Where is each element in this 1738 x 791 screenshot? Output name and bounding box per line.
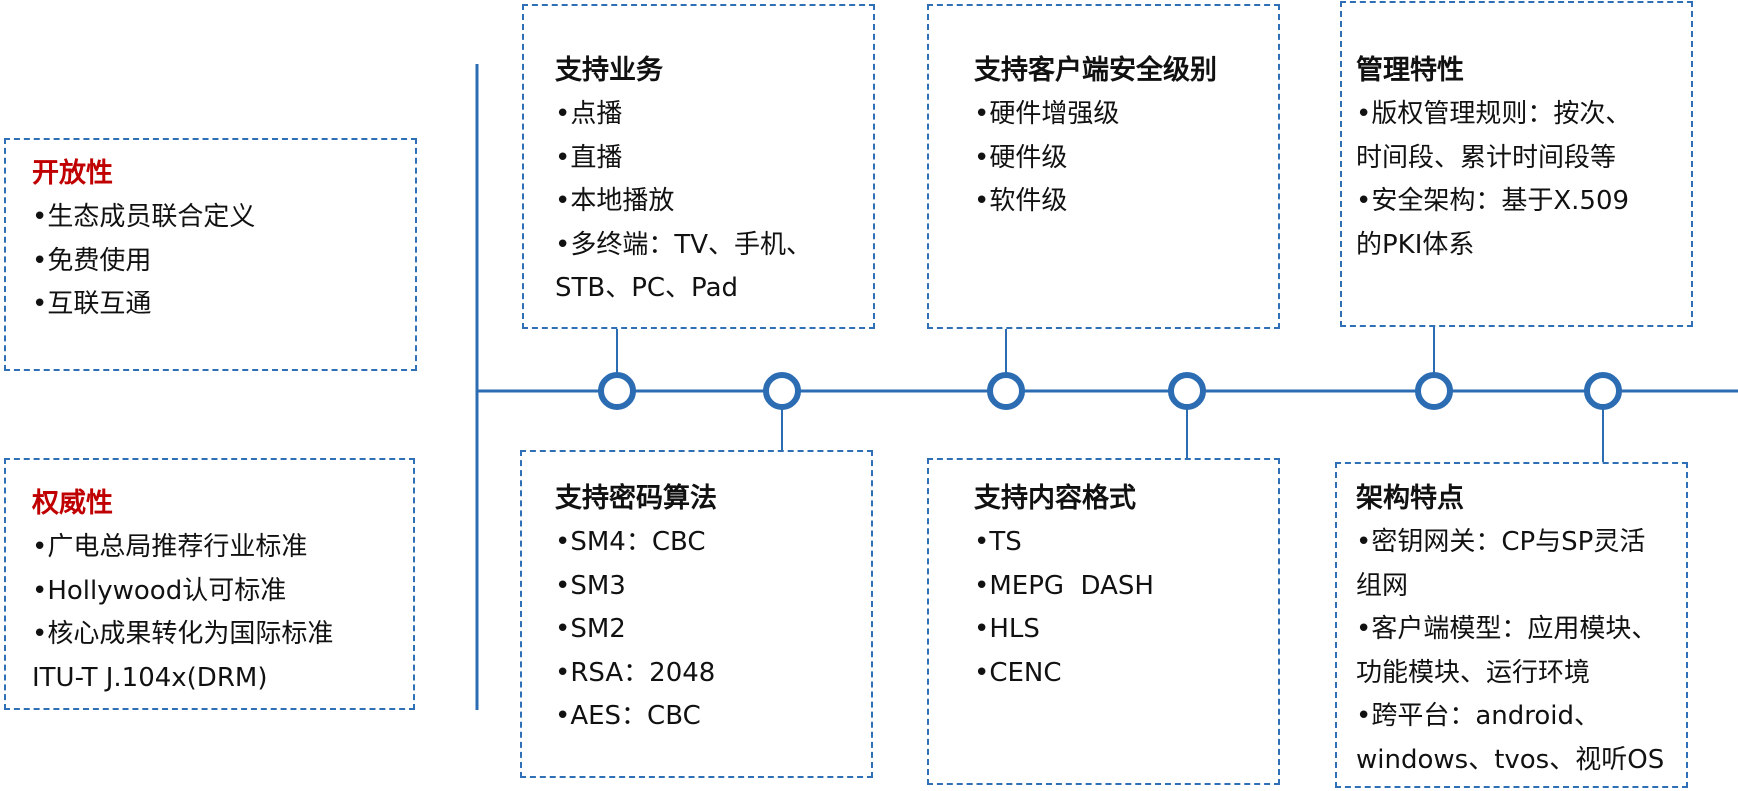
client-security-level-box: 支持客户端安全级别 •硬件增强级 •硬件级 •软件级 [927, 4, 1280, 329]
management-features-box: 管理特性 •版权管理规则：按次、 时间段、累计时间段等 •安全架构：基于X.50… [1340, 1, 1693, 327]
client-security-level-list: •硬件增强级 •硬件级 •软件级 [974, 93, 1278, 224]
list-item: •SM4：CBC [555, 527, 706, 557]
list-item: •客户端模型：应用模块、 [1356, 614, 1658, 644]
openness-title: 开放性 [32, 158, 113, 189]
crypto-algorithms-title: 支持密码算法 [555, 483, 717, 514]
authority-list: •广电总局推荐行业标准 •Hollywood认可标准 •核心成果转化为国际标准 … [32, 526, 413, 700]
list-item: 组网 [1356, 570, 1409, 601]
content-formats-list: •TS •MEPG DASH •HLS •CENC [974, 521, 1278, 695]
supported-services-title: 支持业务 [555, 55, 663, 86]
list-item: •密钥网关：CP与SP灵活 [1356, 527, 1646, 557]
supported-services-box: 支持业务 •点播 •直播 •本地播放 •多终端：TV、手机、 STB、PC、Pa… [522, 4, 875, 329]
openness-list: •生态成员联合定义 •免费使用 •互联互通 [32, 196, 415, 327]
list-item: •跨平台：android、 [1356, 701, 1601, 731]
list-item: •TS [974, 527, 1022, 557]
list-item: •本地播放 [555, 186, 675, 216]
architecture-features-box: 架构特点 •密钥网关：CP与SP灵活 组网 •客户端模型：应用模块、 功能模块、… [1335, 462, 1688, 788]
content-formats-title: 支持内容格式 [974, 483, 1136, 514]
list-item: •版权管理规则：按次、 [1356, 99, 1632, 129]
architecture-features-list: •密钥网关：CP与SP灵活 组网 •客户端模型：应用模块、 功能模块、运行环境 … [1356, 521, 1686, 782]
list-item: •HLS [974, 614, 1040, 644]
list-item: •直播 [555, 142, 623, 173]
timeline-node-1 [598, 372, 636, 410]
list-item: •安全架构：基于X.509 [1356, 186, 1630, 216]
list-item: 的PKI体系 [1356, 229, 1475, 260]
list-item: •广电总局推荐行业标准 [32, 532, 308, 562]
authority-panel: 权威性 •广电总局推荐行业标准 •Hollywood认可标准 •核心成果转化为国… [4, 458, 415, 710]
list-item: 功能模块、运行环境 [1356, 657, 1591, 688]
supported-services-list: •点播 •直播 •本地播放 •多终端：TV、手机、 STB、PC、Pad [555, 93, 873, 311]
timeline-node-4 [1168, 372, 1206, 410]
timeline-node-2 [763, 372, 801, 410]
list-item: •点播 [555, 99, 623, 129]
list-item: •RSA：2048 [555, 657, 716, 688]
architecture-features-title: 架构特点 [1356, 483, 1464, 514]
management-features-list: •版权管理规则：按次、 时间段、累计时间段等 •安全架构：基于X.509 的PK… [1356, 93, 1691, 267]
list-item: •Hollywood认可标准 [32, 575, 287, 606]
timeline-node-5 [1415, 372, 1453, 410]
list-item: ITU-T J.104x(DRM) [32, 662, 268, 693]
list-item: •核心成果转化为国际标准 [32, 619, 334, 649]
list-item: •多终端：TV、手机、 [555, 229, 813, 260]
content-formats-box: 支持内容格式 •TS •MEPG DASH •HLS •CENC [927, 458, 1280, 785]
list-item: •CENC [974, 657, 1062, 688]
timeline-node-6 [1584, 372, 1622, 410]
list-item: •MEPG DASH [974, 570, 1154, 601]
management-features-title: 管理特性 [1356, 55, 1464, 86]
list-item: •互联互通 [32, 289, 152, 319]
list-item: 时间段、累计时间段等 [1356, 142, 1617, 173]
authority-title: 权威性 [32, 488, 113, 519]
list-item: •免费使用 [32, 245, 152, 276]
list-item: •AES：CBC [555, 701, 701, 731]
list-item: •生态成员联合定义 [32, 202, 256, 232]
client-security-level-title: 支持客户端安全级别 [974, 55, 1217, 86]
openness-panel: 开放性 •生态成员联合定义 •免费使用 •互联互通 [4, 138, 417, 371]
crypto-algorithms-box: 支持密码算法 •SM4：CBC •SM3 •SM2 •RSA：2048 •AES… [520, 450, 873, 778]
list-item: •硬件增强级 [974, 99, 1120, 129]
list-item: •SM2 [555, 614, 626, 644]
list-item: •SM3 [555, 570, 626, 601]
crypto-algorithms-list: •SM4：CBC •SM3 •SM2 •RSA：2048 •AES：CBC [555, 521, 871, 739]
list-item: •硬件级 [974, 142, 1068, 173]
timeline-node-3 [987, 372, 1025, 410]
list-item: •软件级 [974, 186, 1068, 216]
list-item: windows、tvos、视听OS [1356, 744, 1665, 775]
list-item: STB、PC、Pad [555, 273, 739, 303]
